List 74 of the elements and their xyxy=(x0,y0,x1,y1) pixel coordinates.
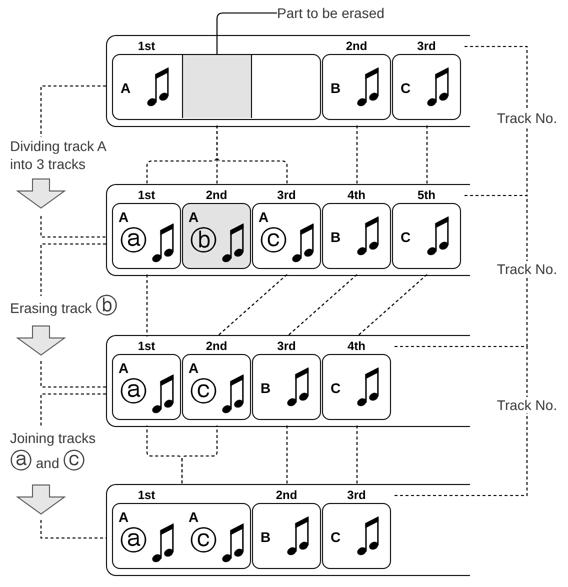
track-letter: B xyxy=(330,229,341,245)
connector-line xyxy=(40,361,106,388)
connector-line xyxy=(40,216,106,238)
track-letter: A xyxy=(188,209,199,225)
track-number: 4th xyxy=(348,339,366,353)
leader-line xyxy=(462,194,528,261)
callout-label: Part to be erased xyxy=(277,5,384,21)
connector-line xyxy=(146,274,148,336)
track-number: 3rd xyxy=(277,339,296,353)
track-number: 2nd xyxy=(206,188,228,202)
track-letter: A xyxy=(258,209,269,225)
connector-line xyxy=(40,243,106,296)
callout-label: Track No. xyxy=(496,110,558,126)
track-letter: A xyxy=(188,360,199,376)
connector-line xyxy=(286,426,288,486)
circled-letter: ⓒ xyxy=(190,378,217,406)
leader-line xyxy=(462,46,528,110)
track-letter: A xyxy=(188,509,199,525)
connector-line xyxy=(40,393,106,426)
track-number: 2nd xyxy=(346,39,368,53)
track-number: 4th xyxy=(348,188,366,202)
track-letter: B xyxy=(330,80,341,96)
track-letter: B xyxy=(260,380,271,396)
track-number: 3rd xyxy=(417,39,436,53)
erased-section xyxy=(182,55,252,118)
leader-line xyxy=(392,346,528,397)
track-number: 1st xyxy=(138,188,156,202)
connector-line xyxy=(356,126,358,186)
circled-letter: ⓐ xyxy=(120,528,147,554)
track-number: 1st xyxy=(138,339,156,353)
track-letter: A xyxy=(120,80,131,96)
track-strip xyxy=(106,484,470,576)
track-letter: A xyxy=(118,509,129,525)
track-number: 3rd xyxy=(347,488,366,502)
circled-letter: ⓒ xyxy=(260,228,287,254)
track-letter: C xyxy=(400,80,411,96)
connector-line xyxy=(181,426,218,486)
callout-label: Track No. xyxy=(496,261,558,277)
track-number: 1st xyxy=(138,39,156,53)
track-number: 1st xyxy=(138,488,156,502)
step-caption: Erasing track ⓑ xyxy=(10,296,134,326)
block-arrow xyxy=(16,484,66,515)
track-letter: C xyxy=(330,380,341,396)
block-arrow xyxy=(16,178,66,209)
leader-line xyxy=(216,12,277,56)
track-number: 2nd xyxy=(206,339,228,353)
track-letter: C xyxy=(330,529,341,545)
connector-line xyxy=(286,274,358,337)
circled-letter: ⓐ xyxy=(120,378,147,406)
connector-line xyxy=(40,85,106,137)
track-number: 3rd xyxy=(277,188,296,202)
connector-line xyxy=(356,274,428,337)
track-letter: A xyxy=(118,360,129,376)
track-number: 2nd xyxy=(276,488,298,502)
track-number: 5th xyxy=(418,188,436,202)
track-strip xyxy=(106,35,470,127)
connector-line xyxy=(356,426,358,486)
block-arrow xyxy=(16,326,66,356)
connector-line xyxy=(216,126,288,186)
track-strip xyxy=(106,335,470,427)
circled-letter: ⓑ xyxy=(190,228,217,254)
connector-line xyxy=(216,274,288,337)
circled-letter: ⓐ xyxy=(120,228,147,254)
step-caption: Dividing track A into 3 tracks xyxy=(10,137,122,179)
track-strip xyxy=(106,184,470,276)
track-letter: B xyxy=(260,529,271,545)
circled-letter: ⓒ xyxy=(190,528,217,554)
leader-line xyxy=(392,413,528,496)
track-letter: A xyxy=(118,209,129,225)
callout-label: Track No. xyxy=(496,397,558,413)
track-letter: C xyxy=(400,229,411,245)
step-caption: Joining tracks ⓐ and ⓒ xyxy=(10,426,114,485)
connector-line xyxy=(426,126,428,186)
connector-line xyxy=(40,520,106,539)
